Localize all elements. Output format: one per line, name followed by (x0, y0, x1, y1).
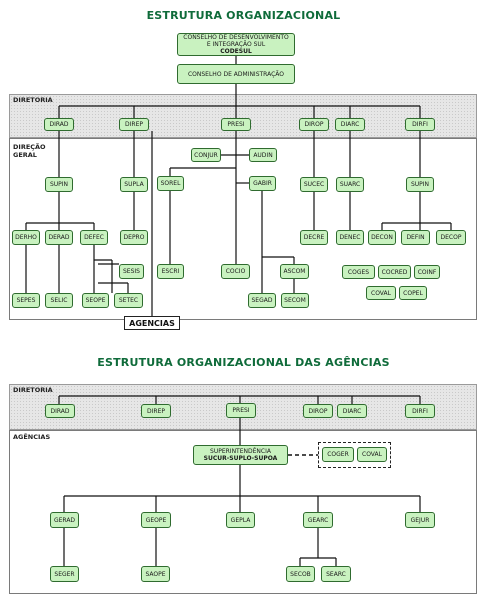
seger-box: SEGER (50, 566, 79, 582)
cocred-box: COCRED (378, 265, 411, 279)
superintendencia-line2: SUCUR-SUPLO-SUPOA (203, 455, 278, 462)
presi-box: PRESI (221, 118, 251, 131)
gejur-box: GEJUR (405, 512, 435, 528)
supla-box: SUPLA (120, 177, 148, 192)
agencias-diarc-box: DIARC (337, 404, 367, 418)
decon-box: DECON (368, 230, 396, 245)
depro-box: DEPRO (120, 230, 148, 245)
agencias-dirfi-box: DIRFI (405, 404, 435, 418)
geope-box: GEOPE (141, 512, 171, 528)
setec-box: SETEC (114, 293, 143, 308)
dirop-box: DIROP (299, 118, 329, 131)
agencias-dirad-box: DIRAD (45, 404, 75, 418)
seope-box: SEOPE (82, 293, 109, 308)
selic-box: SELIC (45, 293, 73, 308)
page-title: ESTRUTURA ORGANIZACIONAL (146, 9, 341, 22)
agencias-coval-box: COVAL (357, 447, 387, 462)
copel-box: COPEL (399, 286, 427, 300)
dirfi-box: DIRFI (405, 118, 435, 131)
superintendencia-line1: SUPERINTENDÊNCIA (210, 448, 271, 455)
ascom-box: ASCOM (280, 264, 309, 279)
codesul-line2: E INTEGRAÇÃO SUL (206, 41, 266, 48)
searc-box: SEARC (321, 566, 351, 582)
sepes-box: SEPES (12, 293, 40, 308)
sucec-box: SUCEC (300, 177, 328, 192)
decre-box: DECRE (300, 230, 328, 245)
derho-box: DERHO (12, 230, 40, 245)
sesis-box: SESIS (119, 264, 144, 279)
denec-box: DENEC (336, 230, 364, 245)
defec-box: DEFEC (80, 230, 108, 245)
escri-box: ESCRI (157, 264, 184, 279)
codesul-line1: CONSELHO DE DESENVOLVIMENTO (183, 34, 289, 41)
conjur-box: CONJUR (191, 148, 221, 162)
dashed-group (318, 442, 391, 468)
saope-box: SAOPE (141, 566, 170, 582)
conselho-administracao-box: CONSELHO DE ADMINISTRAÇÃO (177, 64, 295, 84)
gabir-box: GABIR (249, 176, 276, 191)
suarc-box: SUARC (336, 177, 364, 192)
superintendencia-box: SUPERINTENDÊNCIA SUCUR-SUPLO-SUPOA (193, 445, 288, 465)
dirad-box: DIRAD (44, 118, 74, 131)
agencias-section-label: AGÊNCIAS (13, 433, 51, 441)
agencias-diretoria-label: DIRETORIA (13, 386, 53, 394)
gepla-box: GEPLA (226, 512, 255, 528)
cocio-box: COCIO (221, 264, 250, 279)
diretoria-label: DIRETORIA (13, 96, 53, 104)
diarc-box: DIARC (335, 118, 365, 131)
codesul-box: CONSELHO DE DESENVOLVIMENTO E INTEGRAÇÃO… (177, 33, 295, 56)
sorel-box: SOREL (157, 176, 184, 191)
codesul-line3: CODESUL (220, 48, 252, 55)
agencias-direp-box: DIREP (141, 404, 171, 418)
coger-box: COGER (322, 447, 354, 462)
derad-box: DERAD (45, 230, 73, 245)
defin-box: DEFIN (401, 230, 430, 245)
decop-box: DECOP (436, 230, 466, 245)
audin-box: AUDIN (249, 148, 277, 162)
agencias-title: ESTRUTURA ORGANIZACIONAL DAS AGÊNCIAS (97, 356, 390, 369)
supin-box-2: SUPIN (406, 177, 434, 192)
direcao-label-line2: GERAL (13, 151, 37, 159)
coinf-box: COINF (414, 265, 440, 279)
direcao-label-line1: DIREÇÃO (13, 143, 46, 151)
coges-box: COGES (342, 265, 375, 279)
secom-box: SECOM (281, 293, 309, 308)
supin-box-1: SUPIN (45, 177, 73, 192)
agencias-tag: AGENCIAS (124, 316, 180, 330)
gearc-box: GEARC (303, 512, 333, 528)
agencias-presi-box: PRESI (226, 403, 256, 418)
gerad-box: GERAD (50, 512, 79, 528)
secob-box: SECOB (286, 566, 315, 582)
segad-box: SEGAD (248, 293, 276, 308)
agencias-dirop-box: DIROP (303, 404, 333, 418)
direp-box: DIREP (119, 118, 149, 131)
coval-box: COVAL (366, 286, 396, 300)
